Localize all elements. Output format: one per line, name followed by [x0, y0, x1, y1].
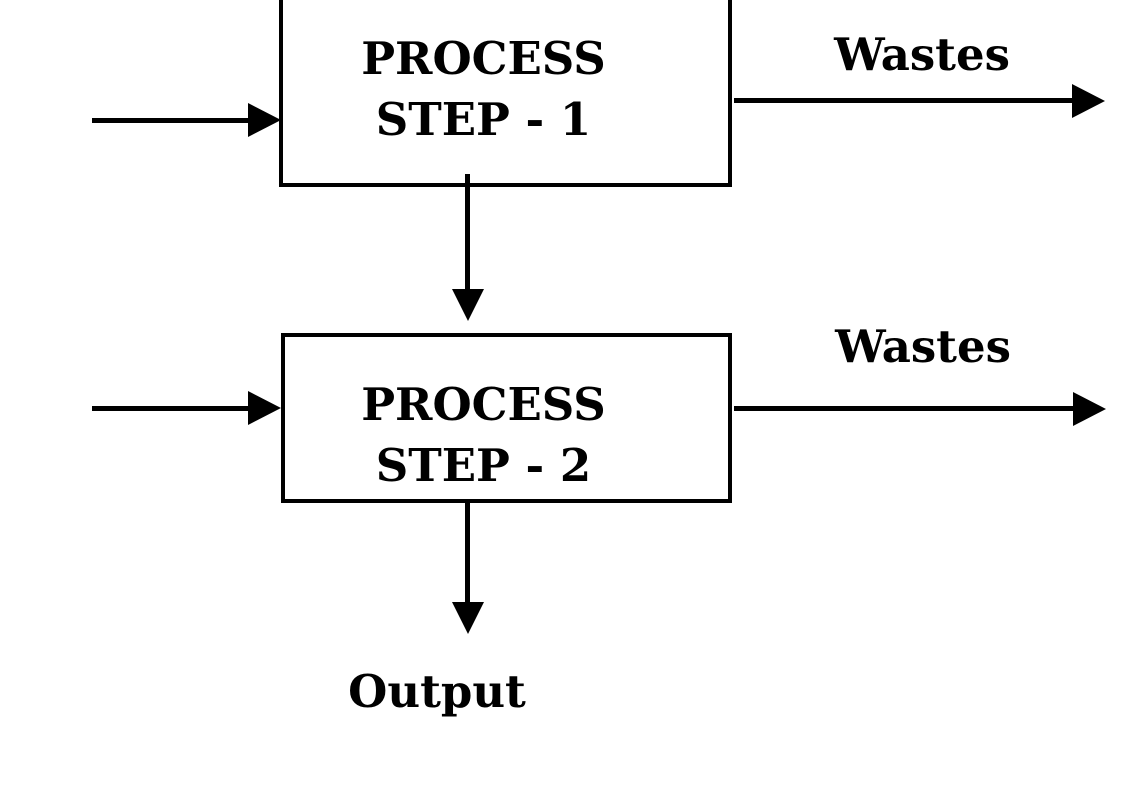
arrow-line: [465, 174, 470, 294]
arrowhead-right-icon: [248, 391, 281, 425]
arrowhead-down-icon: [452, 289, 484, 321]
process-step-2-box: PROCESS STEP - 2: [281, 333, 732, 503]
process-step-1-box: PROCESS STEP - 1: [279, 0, 732, 187]
arrow-line: [92, 118, 252, 123]
arrowhead-right-icon: [1072, 84, 1105, 118]
arrow-line: [465, 500, 470, 606]
process-step-2-label-line1: PROCESS: [361, 378, 606, 431]
arrowhead-down-icon: [452, 602, 484, 634]
wastes-label-step1: Wastes: [834, 28, 1010, 81]
process-step-1-label-line1: PROCESS: [361, 31, 606, 85]
process-step-1-label: PROCESS STEP - 1: [361, 28, 606, 150]
arrowhead-right-icon: [1073, 392, 1106, 426]
process-step-2-label-line2: STEP - 2: [375, 439, 592, 492]
process-step-1-label-line2: STEP - 1: [375, 92, 592, 146]
output-label: Output: [348, 665, 526, 718]
process-step-2-label: PROCESS STEP - 2: [361, 374, 606, 496]
arrow-line: [734, 98, 1076, 103]
arrowhead-right-icon: [248, 103, 281, 137]
arrow-line: [734, 406, 1076, 411]
wastes-label-step2: Wastes: [835, 320, 1011, 373]
arrow-line: [92, 406, 252, 411]
